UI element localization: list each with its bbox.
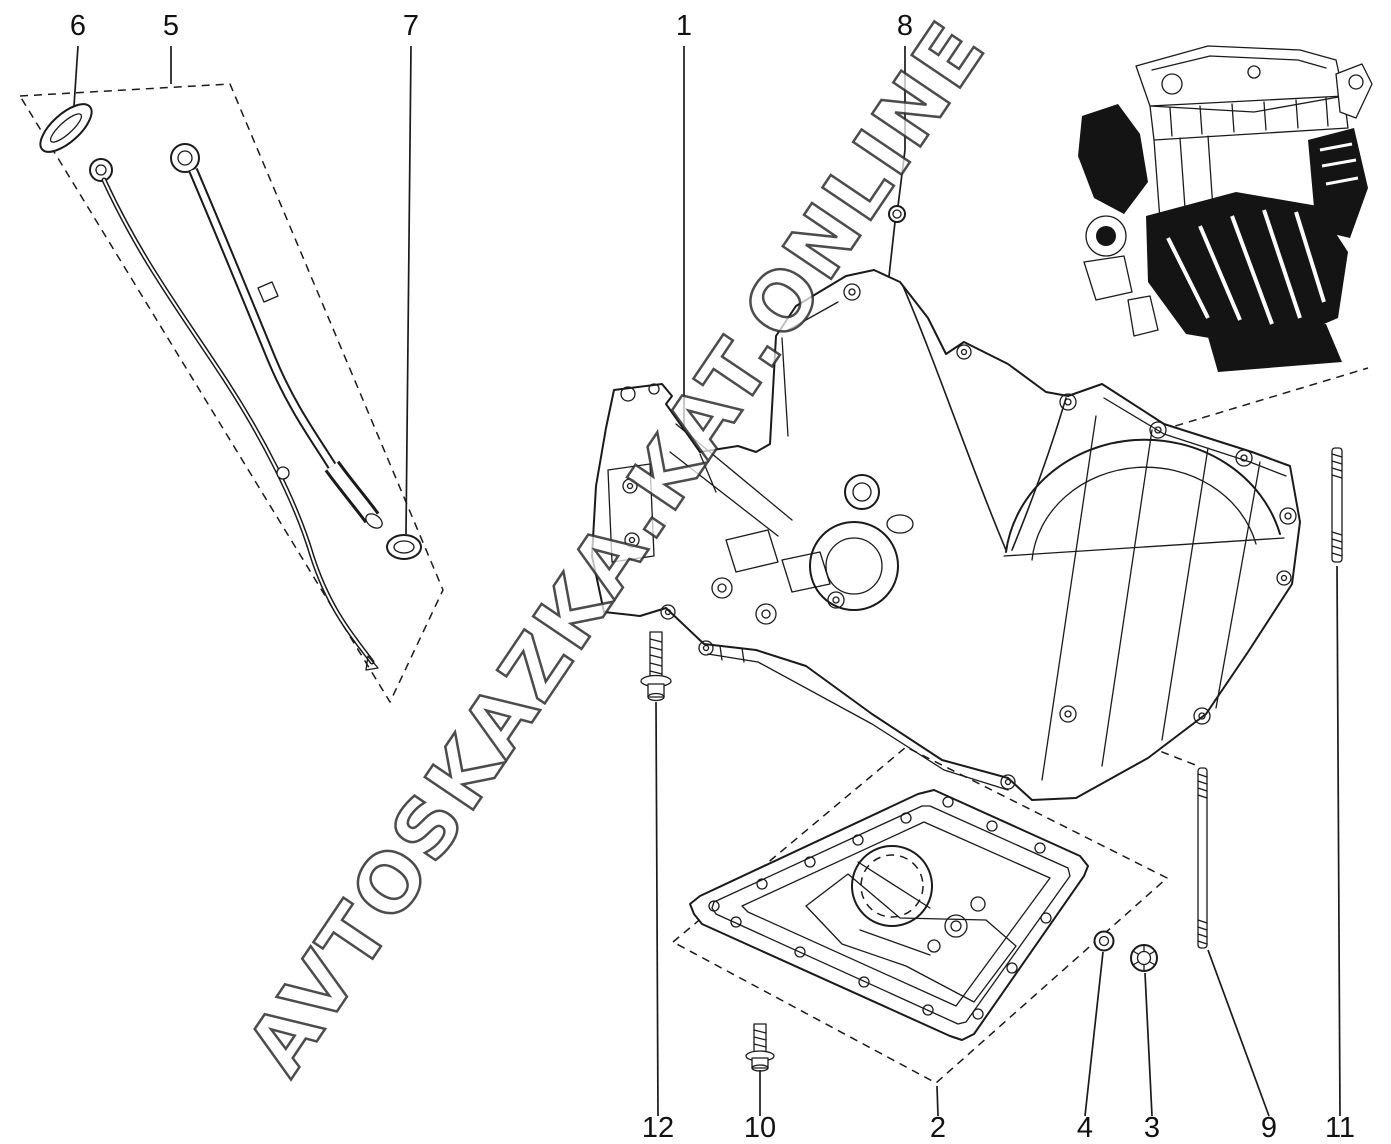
stud-9-drawing [1197,767,1208,949]
dipstick-tube-drawing [170,143,383,529]
dashed-region-oil-pan [672,746,1168,1084]
callout-6: 6 [69,10,87,42]
callout-3: 3 [1143,1112,1161,1144]
washer-4-drawing [1093,930,1115,952]
callout-1: 1 [675,10,693,42]
callout-2: 2 [929,1112,947,1144]
callout-9: 9 [1260,1112,1278,1144]
callout-7: 7 [402,10,420,42]
callout-8: 8 [896,10,914,42]
stud-11-drawing [1331,447,1343,563]
dipstick-drawing [39,103,379,671]
callout-4: 4 [1076,1112,1094,1144]
callout-12: 12 [641,1112,675,1144]
oil-pan-drawing [689,789,1089,1041]
bolt-12-drawing [640,631,672,702]
callout-5: 5 [162,10,180,42]
leader-lines [73,45,1341,1117]
engine-thumbnail [1078,45,1373,372]
plug-8-drawing [888,205,906,223]
dashed-region-dipstick [19,83,444,703]
bolt-10-drawing [745,1023,775,1072]
drain-plug-3-drawing [1130,944,1158,972]
callout-10: 10 [743,1112,777,1144]
seal-ring-drawing [386,534,422,560]
oil-sump-drawing [591,269,1301,801]
dashed-position-lines [1069,367,1369,767]
callout-11: 11 [1324,1112,1356,1144]
